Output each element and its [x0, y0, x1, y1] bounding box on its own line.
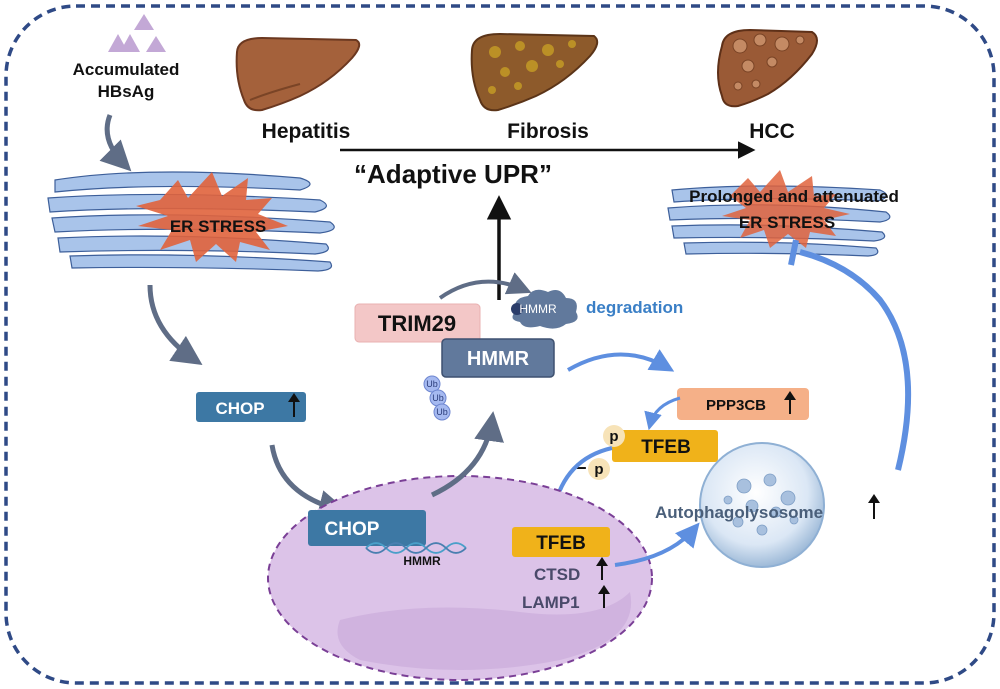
ub-label-2: Ub [432, 393, 444, 403]
autophagolysosome-icon [699, 442, 825, 568]
arrow-chop-to-nucleus [269, 444, 349, 520]
chop-up-arrow-icon [288, 393, 300, 417]
ub-label-3: Ub [436, 407, 448, 417]
liver-hcc-icon [717, 28, 818, 108]
tfeb-nucleus-box [512, 527, 610, 557]
degradation-label: degradation [586, 298, 683, 317]
stage-label-hcc: HCC [749, 120, 795, 143]
dephospho-label: p [594, 461, 603, 478]
nucleus-shading [337, 592, 632, 670]
autophagolysosome-up-arrow-icon [868, 494, 880, 519]
prolonged-label-line1: Prolonged and attenuated [689, 187, 899, 206]
outer-border [4, 4, 996, 685]
arrow-er-to-chop [147, 284, 203, 365]
arrow-hmmr-to-ppp3cb [567, 349, 675, 372]
minus-sign: − [576, 458, 587, 478]
phospho-badge [603, 425, 625, 447]
ppp3cb-up-arrow-icon [784, 391, 796, 414]
arrow-ppp3cb-to-tfeb [644, 396, 681, 431]
chop-label: CHOP [215, 399, 264, 418]
ctsd-label: CTSD [534, 565, 580, 584]
arrow-nucleus-to-hmmr [430, 411, 504, 498]
tfeb-cyto-label: TFEB [641, 437, 691, 458]
autophagolysosome-label: Autophagolysosome [655, 503, 823, 522]
ctsd-up-arrow-icon [596, 557, 608, 580]
phospho-label: p [609, 428, 618, 445]
trim29-label: TRIM29 [378, 311, 456, 336]
stage-label-hepatitis: Hepatitis [262, 120, 351, 143]
ppp3cb-label: PPP3CB [706, 397, 766, 414]
trim29-box [354, 303, 481, 343]
hmmr-degradation-blob [511, 289, 578, 329]
ubiquitin-chain: Ub Ub Ub [423, 375, 451, 421]
adaptive-upr-label: “Adaptive UPR” [354, 159, 552, 189]
hmmr-label: HMMR [467, 348, 530, 370]
hbsag-triangles-icon [108, 14, 166, 52]
chop-box [196, 392, 306, 422]
stage-label-fibrosis: Fibrosis [507, 120, 589, 143]
lamp1-up-arrow-icon [598, 585, 610, 608]
chop-nucleus-box [308, 510, 426, 546]
ub-label-1: Ub [426, 379, 438, 389]
er-stress-burst-right [722, 170, 850, 248]
hmmr-small-label: HMMR [519, 302, 557, 316]
inhibition-bar [788, 239, 799, 266]
inhibition-arc [799, 249, 912, 471]
er-stress-label: ER STRESS [170, 217, 266, 236]
dephospho-badge [588, 458, 610, 480]
dna-helix-icon [365, 542, 467, 554]
arrow-hbsag-to-er [99, 114, 132, 172]
chop-nucleus-label: CHOP [325, 519, 380, 540]
tfeb-cyto-box [612, 430, 718, 462]
hmmr-box [441, 338, 555, 378]
hmmr-dna-label: HMMR [403, 554, 441, 568]
er-stress-burst-left [136, 172, 288, 262]
arrow-nucleus-to-lysosome [614, 522, 700, 567]
liver-hepatitis-icon [235, 36, 361, 112]
prolonged-label-line2: ER STRESS [739, 213, 835, 232]
ppp3cb-box [677, 388, 809, 420]
input-label-line2: HBsAg [98, 82, 155, 101]
input-label-line1: Accumulated [73, 60, 180, 79]
tfeb-nucleus-label: TFEB [536, 533, 586, 554]
liver-fibrosis-icon [470, 32, 599, 112]
lamp1-label: LAMP1 [522, 593, 580, 612]
arrow-to-degradation [438, 272, 532, 300]
